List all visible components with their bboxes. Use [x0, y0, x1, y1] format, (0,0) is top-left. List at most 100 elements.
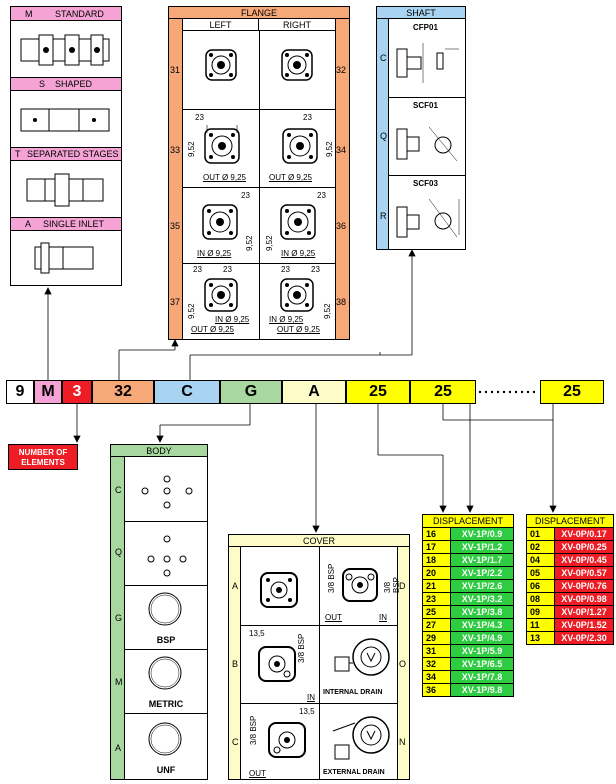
- flange-38-dim-23b: 23: [311, 265, 320, 274]
- cover-b-drawing-icon: [258, 646, 296, 682]
- cover-panel: COVER A B C D O N 3/8 BSP 3/8 BSP OUT IN…: [228, 534, 410, 780]
- body-metric-port-icon: [148, 656, 182, 690]
- code-strip: 9 M 3 32 C G A 25 25 25: [6, 380, 606, 404]
- code-cell-flange: 32: [92, 380, 154, 404]
- cover-divider-vertical: [319, 547, 320, 779]
- config-header-t: T SEPARATED STAGES: [11, 147, 121, 161]
- flange-34-dim-952: 9,52: [325, 141, 334, 157]
- displacement-model: XV-1P/0.9: [451, 528, 513, 540]
- flange-34-out: OUT Ø 9,25: [269, 173, 312, 182]
- flange-code-38: 38: [336, 297, 347, 307]
- cover-d-dim-38bsp-b: 3/8 BSP: [383, 576, 401, 593]
- cover-internal-drain: INTERNAL DRAIN: [323, 689, 383, 696]
- body-code-q: Q: [115, 547, 123, 557]
- displacement-code: 11: [527, 619, 555, 631]
- flange-code-37: 37: [170, 297, 181, 307]
- displacement-model: XV-1P/4.3: [451, 619, 513, 631]
- code-cell-elements: 3: [62, 380, 92, 404]
- body-name-bsp: BSP: [156, 635, 176, 645]
- displacement-code: 05: [527, 567, 555, 579]
- pump-separated-icon: [26, 173, 104, 207]
- flange-36-dim-952: 9,52: [265, 235, 274, 251]
- flange-code-36: 36: [336, 221, 347, 231]
- flange-drawing-33: [204, 125, 240, 164]
- displacement-code: 13: [527, 632, 555, 644]
- flange-drawing-31: [205, 49, 237, 81]
- displacement-code: 27: [423, 619, 451, 631]
- flange-35-in: IN Ø 9,25: [197, 249, 232, 258]
- cover-code-b: B: [232, 659, 239, 669]
- cover-c-out: OUT: [249, 769, 266, 778]
- cover-n-drawing-icon: [332, 716, 390, 760]
- body-title: BODY: [111, 445, 207, 457]
- flange-33-dim-952: 9,52: [187, 141, 196, 157]
- flange-code-35: 35: [170, 221, 181, 231]
- flange-drawing-37: [204, 278, 238, 312]
- flange-36-in: IN Ø 9,25: [281, 249, 316, 258]
- flange-35-dim-952: 9,52: [245, 235, 254, 251]
- configuration-panel: M STANDARD S SHAPED T SEPARATED STAGES A…: [10, 6, 122, 286]
- body-q-pattern-icon: [147, 535, 187, 577]
- flange-38-in: IN Ø 9,25: [269, 315, 304, 324]
- displacement-model: XV-1P/5.9: [451, 645, 513, 657]
- flange-code-33: 33: [170, 145, 181, 155]
- config-header-m: M STANDARD: [11, 7, 121, 21]
- displacement-model: XV-0P/2.30: [555, 632, 613, 644]
- displacement-code: 20: [423, 567, 451, 579]
- body-bsp-port-icon: [148, 592, 182, 626]
- displacement-code: 16: [423, 528, 451, 540]
- displacement-code: 04: [527, 554, 555, 566]
- displacement-model: XV-1P/4.9: [451, 632, 513, 644]
- body-code-g: G: [115, 613, 123, 623]
- cover-code-c: C: [232, 737, 239, 747]
- cover-external-drain: EXTERNAL DRAIN: [323, 769, 385, 776]
- displacement-code: 08: [527, 593, 555, 605]
- cover-d-in: IN: [379, 613, 387, 622]
- shaft-scf03-drawing-icon: [396, 198, 460, 238]
- flange-drawing-32: [281, 49, 313, 81]
- shaft-scf01-drawing-icon: [396, 126, 458, 162]
- displacement-model: XV-0P/0.98: [555, 593, 613, 605]
- flange-left-code-column: [169, 19, 183, 339]
- shaft-name-scf01: SCF01: [413, 101, 438, 110]
- flange-37-dim-23a: 23: [193, 265, 202, 274]
- config-header-s: S SHAPED: [11, 77, 121, 91]
- flange-38-out: OUT Ø 9,25: [277, 325, 320, 334]
- cover-code-o: O: [399, 659, 407, 669]
- body-panel: BODY C Q G M A BSP METRIC UNF: [110, 444, 208, 780]
- body-divider-3: [125, 649, 207, 650]
- code-cell-cover: A: [282, 380, 346, 404]
- shaft-code-r: R: [380, 211, 387, 221]
- cover-d-dim-38bsp-a: 3/8 BSP: [327, 563, 336, 593]
- flange-right-label: RIGHT: [259, 19, 335, 31]
- shaft-divider-1: [389, 97, 465, 98]
- shaft-title: SHAFT: [377, 7, 465, 19]
- code-cell-configuration: M: [34, 380, 62, 404]
- flange-37-dim-23b: 23: [223, 265, 232, 274]
- code-cell-shaft: C: [154, 380, 220, 404]
- code-cell-body: G: [220, 380, 282, 404]
- cover-d-out: OUT: [325, 613, 342, 622]
- displacement-code: 25: [423, 606, 451, 618]
- cover-d-drawing-icon: [342, 568, 378, 602]
- shaft-code-q: Q: [380, 131, 388, 141]
